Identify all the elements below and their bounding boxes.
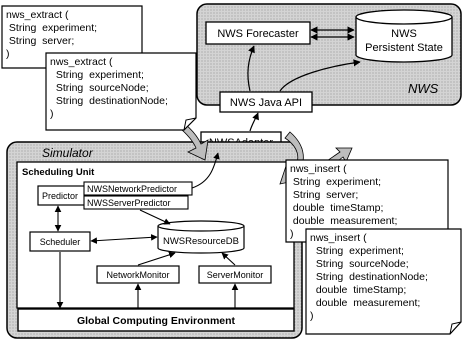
nws-network-predictor-label: NWSNetworkPredictor [87,184,177,194]
nws-region-label: NWS [408,81,439,96]
scheduler-box [29,231,91,252]
extract-note-2 [45,52,197,131]
extract1-line-2: String server; [6,35,74,47]
persistent-state-label-1: NWS [391,28,417,40]
global-env-box [17,308,295,332]
resource-db-label: NWSResourceDB [163,236,239,247]
insert1-line-5: ) [290,228,294,240]
global-env-label: Global Computing Environment [77,315,236,327]
nws-server-predictor-label: NWSServerPredictor [87,198,171,208]
server-monitor-label: ServerMonitor [207,270,264,280]
extract2-line-3: String destinationNode; [50,95,168,107]
insert2-line-6: ) [310,310,314,322]
insert2-line-5: double measurement; [310,297,420,309]
nws-server-predictor-box [83,195,189,210]
insert2-line-3: String destinationNode; [310,271,428,283]
extract2-line-0: nws_extract ( [50,56,113,68]
persistent-state-cylinder [355,9,453,63]
server-monitor-box [198,265,272,284]
extract2-line-2: String sourceNode; [50,82,149,94]
insert2-line-1: String experiment; [310,245,404,257]
network-monitor-label: NetworkMonitor [106,270,169,280]
insert2-line-0: nws_insert ( [310,232,367,244]
extract1-line-1: String experiment; [6,22,97,34]
scheduling-unit-label: Scheduling Unit [22,167,95,178]
extract2-line-4: ) [50,108,54,120]
nws-java-api-label: NWS Java API [230,97,302,109]
insert2-line-4: double timeStamp; [310,284,406,296]
resource-db-cylinder [157,220,245,254]
insert1-line-2: String server; [290,189,358,201]
extract2-line-1: String experiment; [50,69,144,81]
network-monitor-box [96,265,180,284]
persistent-state-label-2: Persistent State [365,42,443,54]
extract1-line-3: ) [6,48,10,60]
predictor-label: Predictor [42,191,78,201]
nws-java-api-box [219,91,313,113]
extract1-line-0: nws_extract ( [6,9,69,21]
scheduler-label: Scheduler [40,237,81,247]
nws-network-predictor-box [83,181,193,196]
insert1-line-4: double measurement; [290,215,397,227]
insert-note-2 [305,228,462,335]
nws-forecaster-label: NWS Forecaster [217,28,299,40]
simulator-region-label: Simulator [42,146,94,160]
insert1-line-3: double timeStamp; [290,202,383,214]
insert1-line-1: String experiment; [290,176,381,188]
insert1-line-0: nws_insert ( [290,163,347,175]
insert2-line-2: String sourceNode; [310,258,409,270]
nws-forecaster-box [205,21,311,45]
